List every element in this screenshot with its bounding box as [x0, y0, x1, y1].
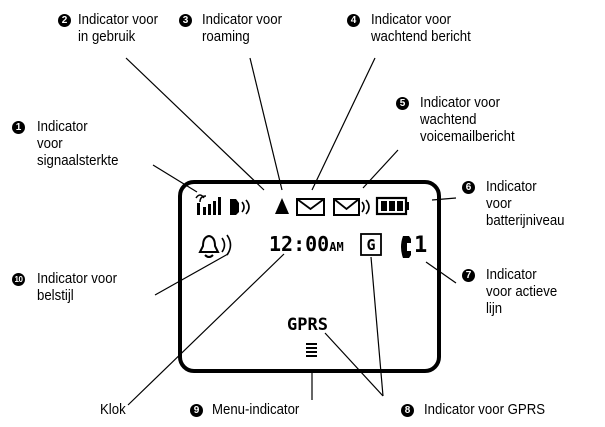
clock-time: 12:00 [269, 232, 330, 256]
label-message-waiting: Indicator voor wachtend bericht [371, 11, 471, 45]
message-waiting-icon [296, 198, 325, 216]
leader-message [311, 57, 376, 191]
callout-number-7: 7 [462, 269, 475, 282]
callout-number-1: 1 [12, 121, 25, 134]
active-line-number: 1 [414, 233, 428, 258]
leader-roaming [249, 57, 283, 191]
label-in-use: Indicator voor in gebruik [78, 11, 158, 45]
leader-voicemail [362, 149, 399, 189]
svg-text:G: G [366, 236, 375, 254]
leader-in-use [125, 57, 265, 191]
active-line-icon [401, 236, 411, 258]
label-signal-strength: Indicator voor signaalsterkte [37, 118, 119, 169]
menu-indicator-icon [306, 343, 317, 357]
callout-number-6: 6 [462, 181, 475, 194]
battery-icon [375, 196, 409, 216]
leader-ring-style [154, 253, 229, 296]
label-voicemail-waiting: Indicator voor wachtend voicemailbericht [420, 94, 515, 145]
label-battery: Indicator voor batterijniveau [486, 178, 565, 229]
callout-number-10: 10 [12, 273, 25, 286]
callout-number-9: 9 [190, 404, 203, 417]
roaming-icon [275, 198, 289, 214]
label-clock: Klok [100, 401, 126, 418]
gprs-text: GPRS [287, 315, 328, 335]
leader-clock [127, 253, 285, 406]
callout-number-2: 2 [58, 14, 71, 27]
gprs-g-icon: G [360, 233, 382, 256]
leader-gprs-text [324, 332, 384, 397]
clock-ampm: AM [329, 240, 344, 254]
signal-strength-icon [195, 194, 221, 215]
leader-active-line [425, 261, 457, 284]
label-roaming: Indicator voor roaming [202, 11, 282, 45]
callout-number-3: 3 [179, 14, 192, 27]
leader-signal [152, 164, 198, 193]
voicemail-waiting-icon [333, 198, 370, 216]
leader-battery [431, 197, 457, 201]
label-gprs: Indicator voor GPRS [424, 401, 546, 418]
label-ring-style: Indicator voor belstijl [37, 270, 117, 304]
callout-number-5: 5 [396, 97, 409, 110]
in-use-icon [230, 199, 250, 215]
lcd-frame [178, 180, 441, 373]
callout-number-8: 8 [401, 404, 414, 417]
clock-display: 12:00AM [269, 232, 344, 256]
leader-gprs-icon [370, 256, 384, 397]
ring-style-icon [198, 234, 232, 258]
callout-number-4: 4 [347, 14, 360, 27]
label-active-line: Indicator voor actieve lijn [486, 266, 558, 317]
leader-lines [125, 57, 457, 406]
label-menu: Menu-indicator [212, 401, 300, 418]
